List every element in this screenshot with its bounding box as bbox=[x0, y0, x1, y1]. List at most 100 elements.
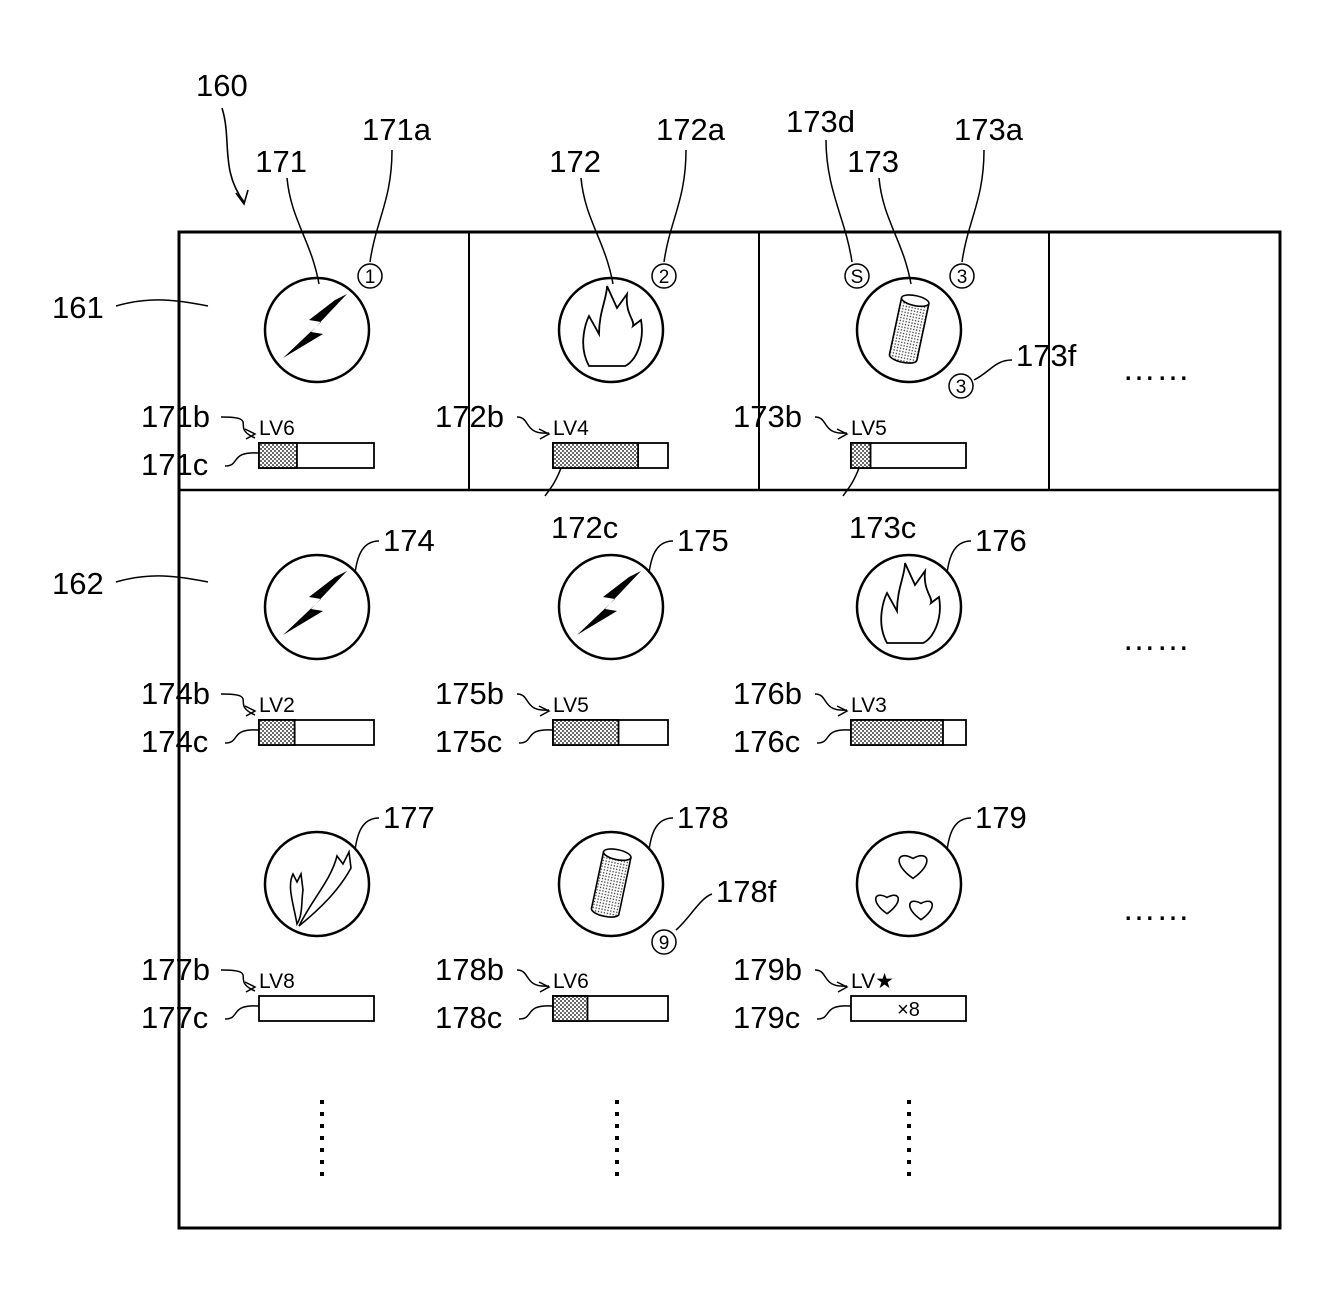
level-ref: 171b bbox=[141, 399, 210, 434]
item-badge bbox=[263, 276, 371, 384]
continuation-dot bbox=[907, 1100, 911, 1104]
level-gauge-fill bbox=[258, 719, 296, 746]
continuation-dot bbox=[907, 1112, 911, 1116]
item-ref: 174 bbox=[383, 523, 435, 558]
level-gauge bbox=[258, 995, 375, 1022]
item-ref: 175 bbox=[677, 523, 729, 558]
figure-ref-leader bbox=[221, 107, 245, 203]
level-label: LV6 bbox=[553, 970, 589, 993]
item-ref-leader bbox=[354, 540, 380, 574]
item-ref-leader bbox=[878, 177, 912, 285]
gauge-ref-leader bbox=[816, 729, 852, 744]
special-marker-circle bbox=[844, 263, 870, 289]
level-gauge bbox=[850, 995, 967, 1022]
continuation-dot bbox=[615, 1172, 619, 1176]
level-ref-leader bbox=[814, 693, 848, 711]
continuation-dot bbox=[907, 1172, 911, 1176]
level-label: LV8 bbox=[259, 970, 295, 993]
column-more bbox=[320, 1100, 911, 1176]
gauge-ref: 175c bbox=[435, 724, 502, 759]
order-marker-circle bbox=[357, 263, 383, 289]
level-ref-arrowhead bbox=[836, 428, 849, 440]
item-ref: 173 bbox=[847, 144, 899, 179]
heart-large bbox=[898, 854, 928, 880]
item-card: LV5 173 173b 173c bbox=[733, 144, 967, 545]
continuation-dot bbox=[615, 1136, 619, 1140]
count-marker-circle bbox=[948, 373, 974, 399]
gauge-ref: 177c bbox=[141, 1000, 208, 1035]
level-label: LV5 bbox=[851, 417, 887, 440]
level-ref: 177b bbox=[141, 952, 210, 987]
item-ref: 171 bbox=[255, 144, 307, 179]
level-ref-leader bbox=[516, 969, 550, 987]
spark-stroke-small bbox=[289, 871, 304, 927]
level-label: LV5 bbox=[553, 694, 589, 717]
count-marker: 3 bbox=[956, 377, 967, 398]
count-ref-leader bbox=[675, 893, 713, 931]
lightning-icon bbox=[283, 571, 347, 635]
level-gauge-fill bbox=[850, 442, 872, 469]
level-label: LV★ bbox=[851, 970, 894, 993]
level-ref: 173b bbox=[733, 399, 802, 434]
level-ref: 174b bbox=[141, 676, 210, 711]
item-badge bbox=[855, 830, 963, 938]
figure-ref-label: 160 bbox=[196, 68, 248, 103]
order-ref-leader bbox=[369, 149, 393, 263]
level-gauge-fill bbox=[850, 719, 944, 746]
continuation-dot bbox=[615, 1112, 619, 1116]
gauge-ref-leader bbox=[816, 1005, 852, 1020]
item-ref: 172 bbox=[549, 144, 601, 179]
gauge-ref: 174c bbox=[141, 724, 208, 759]
level-ref-arrowhead bbox=[836, 705, 849, 717]
continuation-dot bbox=[320, 1148, 324, 1152]
cylinder-body bbox=[888, 297, 930, 364]
gauge-ref-leader bbox=[224, 729, 260, 744]
lightning-icon bbox=[283, 294, 347, 358]
cylinder-icon bbox=[888, 294, 930, 364]
order-marker: 1 bbox=[365, 267, 376, 288]
item-ref-leader bbox=[648, 817, 674, 851]
item-badge bbox=[263, 830, 371, 938]
gauge-ref: 176c bbox=[733, 724, 800, 759]
item-ref-leader bbox=[946, 817, 972, 851]
item-ref-leader bbox=[286, 177, 320, 285]
special-marker: S bbox=[851, 267, 864, 288]
order-ref: 173a bbox=[954, 112, 1024, 147]
level-ref: 172b bbox=[435, 399, 504, 434]
count-ref: 173f bbox=[1016, 338, 1077, 373]
level-gauge-fill bbox=[258, 442, 298, 469]
continuation-dot bbox=[615, 1160, 619, 1164]
item-ref-leader bbox=[946, 540, 972, 574]
gauge-ref-leader bbox=[842, 467, 860, 497]
level-label: LV2 bbox=[259, 694, 295, 717]
gauge-ref: 179c bbox=[733, 1000, 800, 1035]
level-ref-arrowhead bbox=[244, 428, 257, 440]
continuation-dot bbox=[907, 1160, 911, 1164]
heart-left bbox=[874, 894, 900, 915]
flame-icon bbox=[880, 562, 941, 644]
heart-right bbox=[908, 900, 934, 921]
upper-panel-leader bbox=[115, 299, 209, 307]
level-gauge-fill bbox=[552, 995, 589, 1022]
special-ref: 173d bbox=[786, 104, 855, 139]
continuation-dot bbox=[320, 1136, 324, 1140]
gauge-ref-leader bbox=[224, 1005, 260, 1020]
order-marker: 3 bbox=[957, 267, 968, 288]
count-marker: 9 bbox=[659, 933, 670, 954]
cylinder-top bbox=[900, 294, 930, 308]
continuation-dot bbox=[615, 1124, 619, 1128]
upper-panel-ref: 161 bbox=[52, 290, 104, 325]
order-ref: 172a bbox=[656, 112, 726, 147]
figure-ref-arrowhead bbox=[235, 189, 249, 206]
lower-row-more: …… bbox=[1122, 890, 1190, 928]
continuation-dot bbox=[320, 1172, 324, 1176]
level-ref-arrowhead bbox=[538, 981, 551, 993]
level-ref-leader bbox=[516, 693, 550, 711]
gauge-ref: 173c bbox=[849, 510, 916, 545]
spark-stroke-large bbox=[298, 849, 352, 927]
continuation-dot bbox=[907, 1148, 911, 1152]
lower-panel-ref: 162 bbox=[52, 566, 104, 601]
